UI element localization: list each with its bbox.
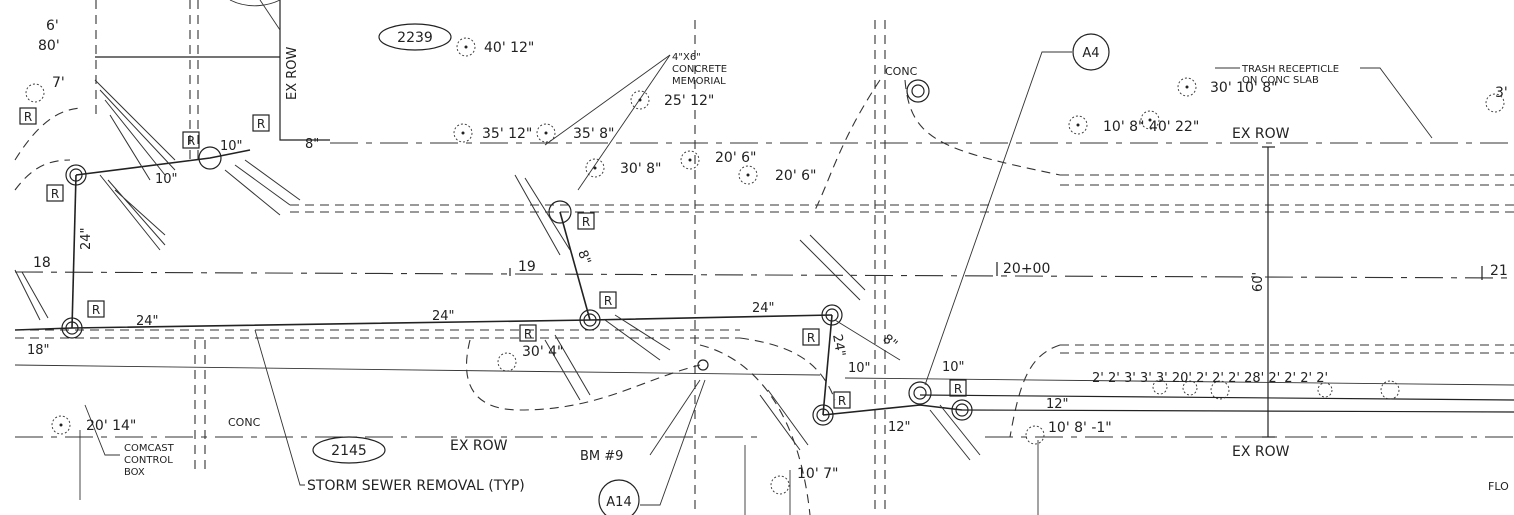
storm-sewer-removal [14,149,1514,416]
centerline [14,262,1514,280]
curb-lines [14,79,1514,515]
comcast-note-line-1: COMCAST [124,443,175,454]
tree-label-t17: 3' [1495,85,1508,101]
storm-sewer-removal-note: STORM SEWER REMOVAL (TYP) [307,478,525,494]
tree-label-t10: 20' 14" [86,418,136,434]
trash-note: TRASH RECEPTICLE ON CONC SLAB [1241,64,1339,86]
tree-label-t9: 10' 8" 40' 22" [1103,119,1199,135]
shrub-row-labels: 2' 2' 3' 3' 3' 20' 2' 2' 2' 28' 2' 2' 2'… [1092,371,1328,386]
callout-a4-label: A4 [1082,46,1099,61]
tree-label-t1: 40' 12" [484,40,534,56]
pipe-size-24-c: 24" [752,301,775,316]
removal-tag: R [582,215,590,229]
station-20-00: 20+00 [1003,261,1050,277]
removal-tag: R [257,117,265,131]
removal-tag: R [604,294,612,308]
pipe-size-10-b: 10" [155,172,178,187]
removal-hatch-areas [14,79,981,461]
tree-label-t4: 25' 12" [664,93,714,109]
memorial-note: 4"X6" CONCRETE MEMORIAL [672,52,727,87]
pipe-size-24-b: 24" [432,309,455,324]
pipe-size-10-a: 10" [220,139,243,154]
vertical-utility-lines [79,0,1039,515]
memorial-note-line-2: CONCRETE [672,64,727,75]
tree-label-t3: 35' 8" [573,126,614,142]
tree-label-t14: 6' [46,18,59,34]
tree-label-t8: 30' 10' 8" [1210,80,1278,96]
pipe-size-8-b: 8" [574,248,593,267]
tree-label-t13: 10' 8' -1" [1048,420,1112,436]
trash-note-line-1: TRASH RECEPTICLE [1241,64,1339,75]
pipe-size-24-a: 24" [136,314,159,329]
pipe-size-12-a: 12" [1046,397,1069,412]
callout-bubble-a14 [598,479,640,515]
removal-tag: R [838,394,846,408]
callout-bubble-a4 [1072,33,1110,71]
manholes [61,79,973,426]
comcast-note: COMCAST CONTROL BOX [124,443,175,478]
comcast-note-line-3: BOX [124,467,145,478]
station-21: 21 [1490,263,1508,279]
memorial-note-line-1: 4"X6" [672,52,701,63]
removal-tag: R [92,303,100,317]
removal-tag: R [51,187,59,201]
row-label-bottom-mid: EX ROW [450,438,508,454]
tree-label-t7: 20' 6" [775,168,816,184]
pipe-size-12-b: 12" [888,420,911,435]
pipe-size-10-d: 10" [942,360,965,375]
tree-label-t2: 35' 12" [482,126,532,142]
parcel-bubble-2145 [312,436,386,464]
flow-label: FLO [1488,480,1509,493]
leader-lines [84,51,1433,506]
parcel-2145-label: 2145 [331,443,367,459]
row-label-top-left: EX ROW [285,46,300,100]
conc-label-top: CONC [885,65,918,78]
pipe-size-10-c: 10" [848,361,871,376]
tree-label-t15: 80' [38,38,60,54]
tree-size-labels: 40' 12" 35' 12" 35' 8" 25' 12" 30' 8" 20… [38,18,1508,482]
removal-tag: R [807,331,815,345]
station-18: 18 [33,255,51,271]
water-line [14,364,1514,386]
removal-tag: R [954,382,962,396]
tree-label-t16: 7' [52,75,65,91]
memorial-note-line-3: MEMORIAL [672,76,726,87]
benchmark-label: BM #9 [580,449,623,464]
pipe-size-8-a: 8" [305,137,319,152]
row-label-bottom-right: EX ROW [1232,444,1290,460]
tree-symbols [25,0,1505,495]
station-19: 19 [518,259,536,275]
removal-tag: R [187,134,195,148]
parcel-2239-label: 2239 [397,30,433,46]
right-of-way-lines [15,0,1514,438]
callout-a14-label: A14 [606,495,631,510]
tree-label-t12: 10' 7" [797,466,838,482]
tree-label-t6: 20' 6" [715,150,756,166]
pipe-size-labels: 24" 24" 24" 24" 24" 10" 10" 10" 10" 8" 8… [27,137,1069,435]
removal-tag: R [524,327,532,341]
pipe-size-18: 18" [27,343,50,358]
pipe-size-24-vertical-2: 24" [829,333,848,358]
row-label-top-right: EX ROW [1232,126,1290,142]
row-width-dimension: 60' [1251,272,1266,292]
removal-tag: R [24,110,32,124]
trash-note-line-2: ON CONC SLAB [1242,75,1319,86]
parcel-bubble-2239 [378,23,452,51]
removal-tags: R R R R R R R R R R R [19,107,967,409]
comcast-note-line-2: CONTROL [124,455,173,466]
conc-label-bottom: CONC [228,416,261,429]
tree-label-t5: 30' 8" [620,161,661,177]
tree-label-t11: 30' 4" [522,344,563,360]
pipe-size-24-vertical: 24" [79,227,94,250]
